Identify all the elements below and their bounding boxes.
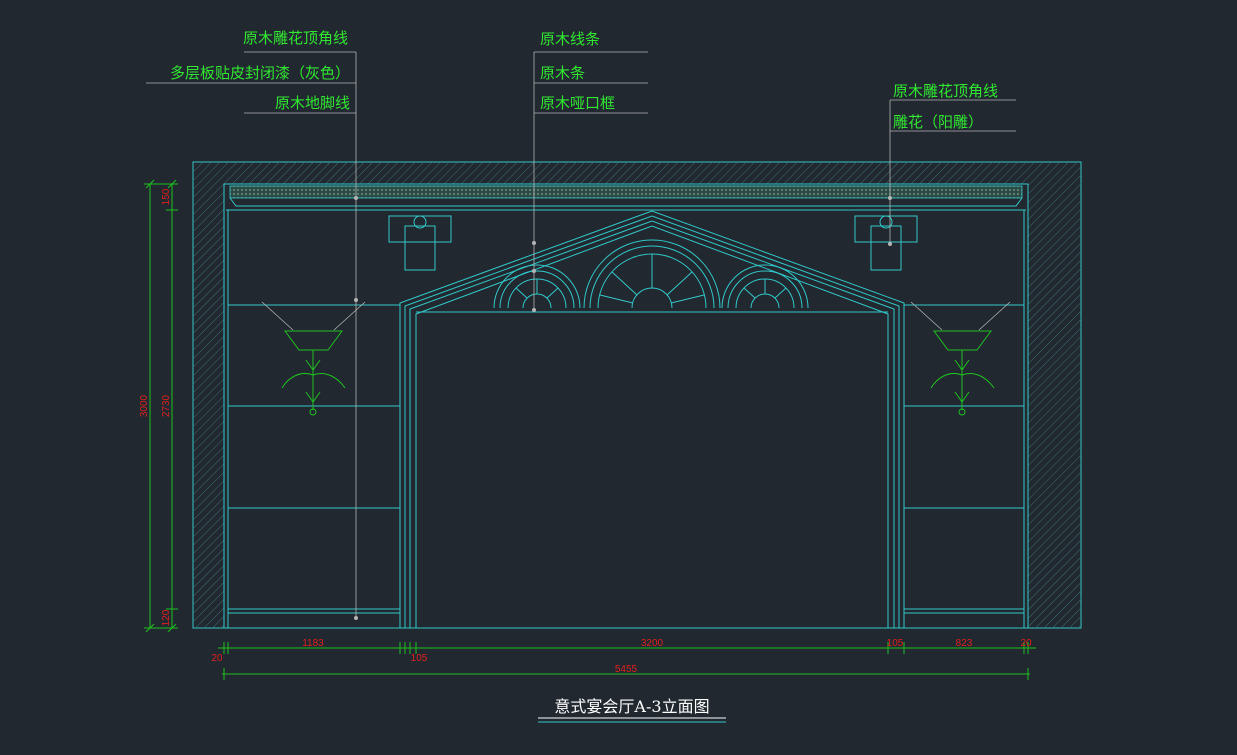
dim-total-width: 5455: [615, 664, 638, 675]
carved-ornament-right: [854, 215, 918, 271]
label-left-1: 原木雕花顶角线: [243, 29, 348, 47]
vertical-dimensions: 3000 2730 150 120: [139, 179, 178, 633]
title-text: 意式宴会厅A-3立面图: [554, 697, 709, 716]
label-right-1: 原木雕花顶角线: [893, 82, 998, 100]
arch-doorway: [399, 210, 905, 629]
dim-left-frame: 105: [411, 653, 428, 664]
right-wall-panels: [903, 210, 1025, 629]
fan-windows: [493, 239, 809, 309]
dim-right-edge: 20: [1020, 638, 1032, 649]
dim-crown-height: 150: [161, 188, 172, 205]
dim-right-frame: 105: [887, 638, 904, 649]
dim-left-edge: 20: [211, 653, 223, 664]
material-labels: 原木雕花顶角线 多层板贴皮封闭漆（灰色） 原木地脚线 原木线条 原木条 原木哑口…: [170, 29, 998, 131]
dim-left-width: 1183: [302, 638, 324, 649]
dim-base-height: 120: [161, 609, 172, 626]
dim-wall-height: 2730: [161, 394, 172, 417]
wall-sconce-right: [910, 301, 1011, 416]
label-left-2: 多层板贴皮封闭漆（灰色）: [170, 64, 350, 82]
leader-lines: [146, 51, 1016, 620]
carved-ornament-left: [388, 215, 452, 271]
crown-molding: [226, 185, 1026, 211]
dim-opening-width: 3200: [641, 638, 664, 649]
label-left-3: 原木地脚线: [275, 94, 350, 112]
label-right-2: 雕花（阳雕）: [893, 113, 983, 131]
drawing-title: 意式宴会厅A-3立面图: [538, 697, 726, 723]
label-center-3: 原木哑口框: [540, 94, 615, 112]
label-center-2: 原木条: [540, 64, 585, 82]
label-center-1: 原木线条: [540, 30, 600, 48]
wall-sconce-left: [261, 301, 366, 416]
left-wall-panels: [227, 210, 401, 629]
dim-total-height: 3000: [139, 394, 150, 417]
horizontal-dimensions: 1183 3200 105 823 20 20 105 5455: [211, 638, 1036, 680]
dim-right-width: 823: [956, 638, 973, 649]
